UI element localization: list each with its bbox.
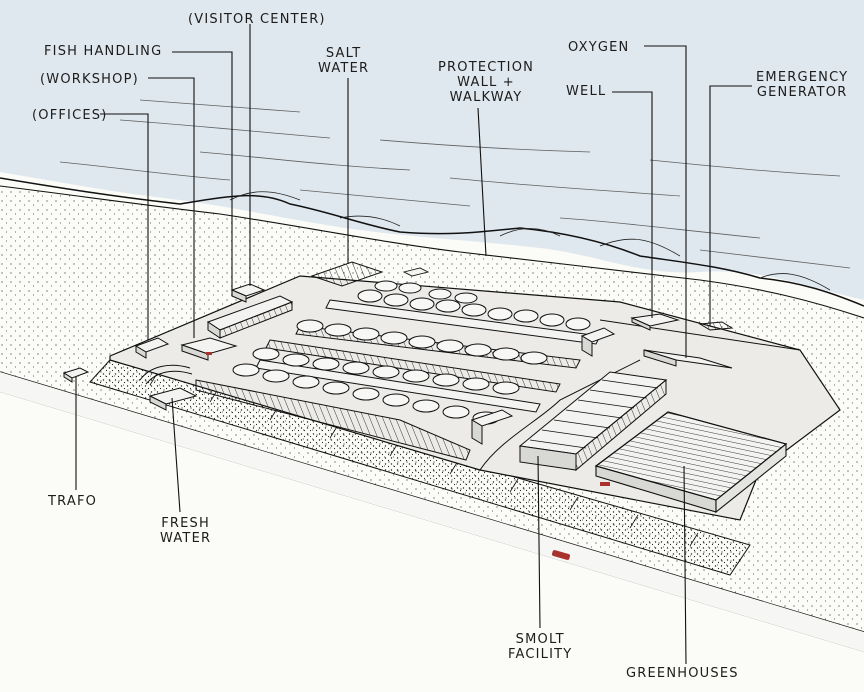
label-fish-handling: FISH HANDLING (44, 44, 163, 59)
fish-handling-building (206, 295, 294, 339)
car-icon (206, 352, 212, 355)
label-oxygen: OXYGEN (568, 40, 630, 55)
label-salt-water-line2: WATER (318, 61, 370, 76)
label-workshop: (WORKSHOP) (40, 72, 139, 87)
leader-lines (75, 24, 752, 665)
sea (0, 0, 864, 300)
label-well: WELL (566, 84, 607, 99)
label-smolt-facility: SMOLT FACILITY (508, 632, 572, 662)
label-fresh-water-line2: WATER (160, 531, 212, 546)
label-visitor-center: (VISITOR CENTER) (188, 12, 326, 27)
label-fresh-water-line1: FRESH (161, 516, 210, 531)
label-protection-wall: PROTECTION WALL + WALKWAY (438, 60, 534, 105)
emergency-generator-building (698, 321, 734, 331)
greenhouses-building (594, 411, 788, 514)
label-emergency-generator-line2: GENERATOR (756, 85, 848, 100)
label-fresh-water: FRESH WATER (160, 516, 211, 546)
waves (59, 99, 851, 269)
smolt-facility-building (518, 371, 668, 472)
offices-building (134, 337, 170, 359)
car-icon (551, 550, 571, 560)
label-protection-wall-line3: WALKWAY (449, 90, 523, 105)
well-building (630, 313, 680, 331)
salt-water-intake (310, 261, 384, 287)
label-protection-wall-line1: PROTECTION (438, 60, 535, 75)
label-smolt-facility-line1: SMOLT (515, 632, 565, 647)
coastline (0, 177, 864, 307)
label-emergency-generator: EMERGENCY GENERATOR (756, 70, 848, 100)
label-salt-water: SALT WATER (318, 46, 369, 76)
car-icon (600, 482, 610, 486)
fresh-water-building (148, 387, 198, 411)
label-smolt-facility-line2: FACILITY (508, 647, 573, 662)
label-salt-water-line1: SALT (325, 46, 362, 61)
workshop-building (180, 337, 238, 361)
label-greenhouses: GREENHOUSES (626, 666, 739, 681)
oxygen-building (643, 349, 733, 369)
planted-strip (89, 359, 751, 576)
label-trafo: TRAFO (48, 494, 98, 509)
trafo-building (62, 367, 90, 383)
fish-tanks (232, 280, 591, 425)
visitor-center-building (230, 283, 266, 303)
label-emergency-generator-line1: EMERGENCY (756, 70, 849, 85)
label-offices: (OFFICES) (32, 108, 108, 123)
label-protection-wall-line2: WALL + (457, 75, 515, 90)
